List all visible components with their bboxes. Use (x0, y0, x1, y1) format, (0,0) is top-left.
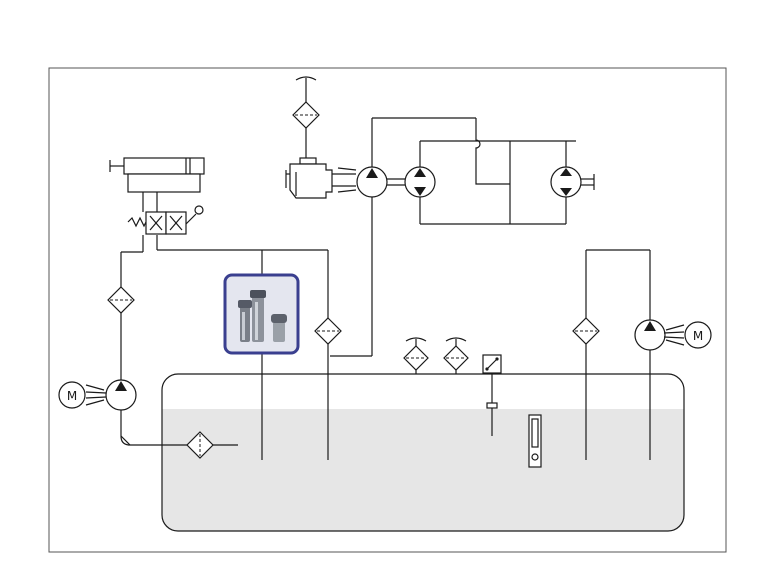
pressure-filter-left-icon (107, 286, 135, 314)
motor-left-icon: M (58, 381, 107, 409)
directional-valve-icon (127, 205, 204, 235)
main-pump-icon (356, 166, 388, 198)
filter-element-product-icon[interactable] (223, 273, 300, 355)
motor-right-label: M (693, 329, 703, 343)
sight-glass-icon (528, 414, 542, 468)
breather-right-icon (443, 337, 469, 371)
breather-left-icon (403, 337, 429, 371)
motor-left-label: M (67, 389, 77, 403)
return-filter-icon (314, 317, 342, 345)
engine-icon (285, 157, 333, 199)
motor-right-icon: M (663, 321, 712, 349)
pump-left-icon (105, 379, 137, 411)
suction-filter-icon (186, 431, 214, 459)
bidirectional-pump-icon (404, 166, 436, 198)
hydraulic-cylinder-icon (109, 157, 205, 212)
reservoir-tank (161, 373, 685, 532)
top-filter-icon (292, 76, 320, 158)
right-filter-icon (572, 317, 600, 345)
diagram-frame (48, 67, 727, 553)
level-switch-icon (482, 354, 502, 436)
hydraulic-motor-icon (550, 166, 595, 198)
pump-right-icon (634, 319, 666, 351)
